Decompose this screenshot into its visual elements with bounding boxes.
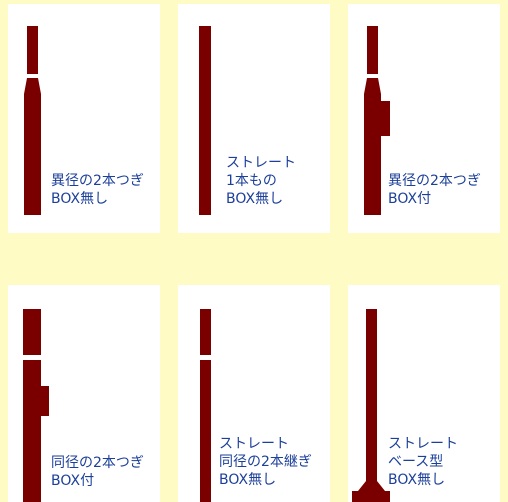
label-line-1: ストレート bbox=[388, 436, 458, 452]
card-label: 異径の2本つぎ BOX無し bbox=[51, 172, 144, 208]
label-line-2: 1本もの bbox=[226, 173, 277, 189]
option-card-4[interactable]: 同径の2本つぎ BOX付 bbox=[8, 285, 160, 502]
label-line-1: ストレート bbox=[226, 155, 296, 171]
label-line-2: ベース型 bbox=[388, 454, 444, 470]
option-card-1[interactable]: 異径の2本つぎ BOX無し bbox=[8, 4, 160, 233]
label-line-3: BOX無し bbox=[219, 472, 277, 488]
card-label: ストレート ベース型 BOX無し bbox=[388, 435, 458, 489]
label-line-1: 同径の2本つぎ bbox=[51, 455, 144, 471]
label-line-2: BOX付 bbox=[51, 473, 95, 489]
pole-diagram-straight-same-diameter-two-piece bbox=[200, 309, 211, 502]
card-label: 同径の2本つぎ BOX付 bbox=[51, 454, 144, 490]
pole-diagram-tapered-two-piece-box bbox=[364, 26, 390, 215]
card-label: 異径の2本つぎ BOX付 bbox=[388, 172, 481, 208]
card-label: ストレート 同径の2本継ぎ BOX無し bbox=[219, 435, 312, 489]
label-line-1: 異径の2本つぎ bbox=[388, 173, 481, 189]
label-line-1: 異径の2本つぎ bbox=[51, 173, 144, 189]
option-card-6[interactable]: ストレート ベース型 BOX無し bbox=[348, 285, 500, 502]
pole-diagram-same-diameter-two-piece-box bbox=[23, 309, 49, 502]
label-line-3: BOX無し bbox=[226, 191, 284, 207]
pole-diagram-straight-base-type bbox=[352, 309, 390, 502]
label-line-1: ストレート bbox=[219, 436, 289, 452]
label-line-2: BOX付 bbox=[388, 191, 432, 207]
card-label: ストレート 1本もの BOX無し bbox=[226, 154, 296, 208]
pole-diagram-tapered-two-piece bbox=[24, 26, 41, 215]
label-line-3: BOX無し bbox=[388, 472, 446, 488]
option-card-2[interactable]: ストレート 1本もの BOX無し bbox=[178, 4, 330, 233]
option-card-3[interactable]: 異径の2本つぎ BOX付 bbox=[348, 4, 500, 233]
pole-diagram-straight-single bbox=[199, 26, 211, 215]
label-line-2: 同径の2本継ぎ bbox=[219, 454, 312, 470]
label-line-2: BOX無し bbox=[51, 191, 109, 207]
option-card-5[interactable]: ストレート 同径の2本継ぎ BOX無し bbox=[178, 285, 330, 502]
